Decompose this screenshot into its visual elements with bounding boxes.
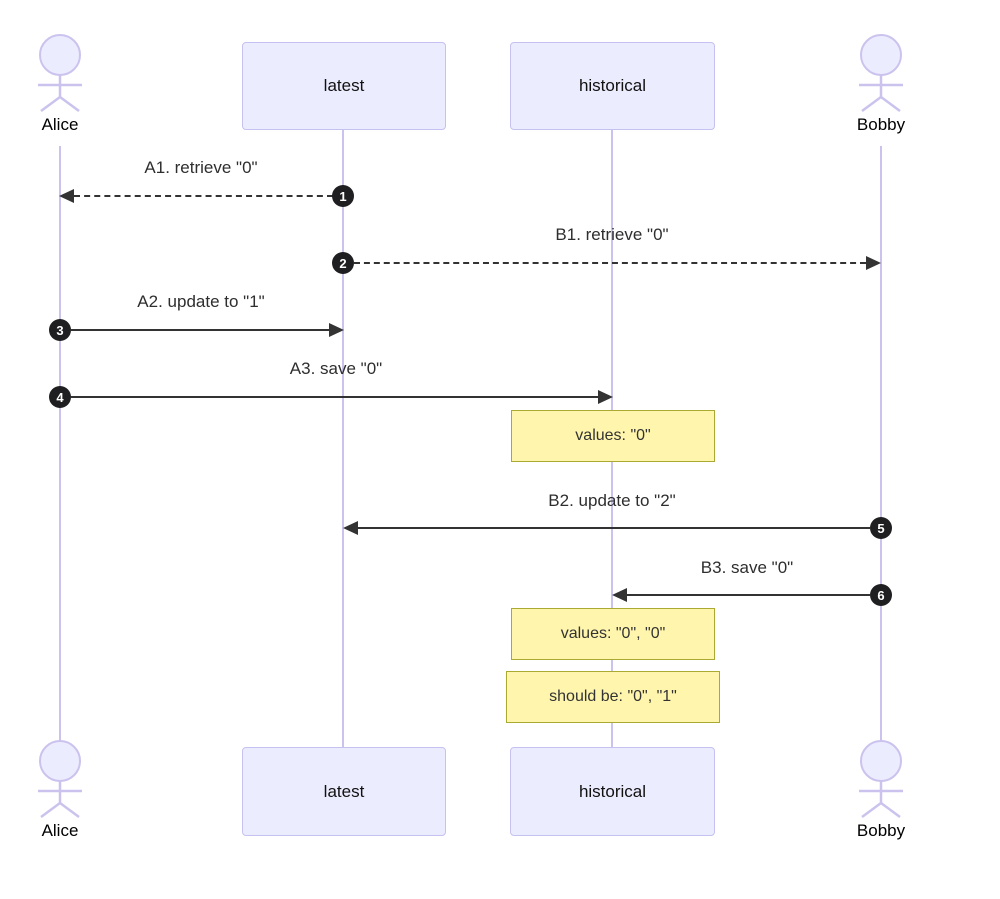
sequence-number: 3 <box>49 319 71 341</box>
actor-icon <box>859 34 903 112</box>
lifeline-bobby <box>880 146 882 745</box>
sequence-number: 1 <box>332 185 354 207</box>
participant-latest-top: latest <box>242 42 446 130</box>
arrowhead-right <box>866 256 881 270</box>
participant-historical-bottom: historical <box>510 747 715 836</box>
sequence-number: 6 <box>870 584 892 606</box>
lifeline-alice <box>59 146 61 745</box>
message-arrow-a1 <box>74 195 333 197</box>
message-label-a2: A2. update to "1" <box>137 292 265 311</box>
actor-icon <box>38 740 82 818</box>
message-label-b3: B3. save "0" <box>700 558 794 577</box>
actor-label-alice-top: Alice <box>41 115 79 134</box>
actor-icon <box>38 34 82 112</box>
message-arrow-b3 <box>626 594 870 596</box>
note-values-0: values: "0" <box>511 410 715 462</box>
message-arrow-a3 <box>71 396 600 398</box>
note-values-0-0: values: "0", "0" <box>511 608 715 660</box>
sequence-number: 4 <box>49 386 71 408</box>
message-arrow-a2 <box>71 329 331 331</box>
note-should-be-0-1: should be: "0", "1" <box>506 671 720 723</box>
actor-label-bobby-top: Bobby <box>856 115 906 134</box>
message-label-a1: A1. retrieve "0" <box>144 158 258 177</box>
participant-historical-top: historical <box>510 42 715 130</box>
sequence-number: 5 <box>870 517 892 539</box>
actor-label-alice-bottom: Alice <box>41 821 79 840</box>
message-arrow-b2 <box>357 527 870 529</box>
sequence-number: 2 <box>332 252 354 274</box>
arrowhead-left <box>59 189 74 203</box>
actor-label-bobby-bottom: Bobby <box>856 821 906 840</box>
arrowhead-left <box>343 521 358 535</box>
lifeline-latest <box>342 128 344 748</box>
message-label-a3: A3. save "0" <box>289 359 383 378</box>
message-label-b1: B1. retrieve "0" <box>555 225 669 244</box>
message-label-b2: B2. update to "2" <box>548 491 676 510</box>
message-arrow-b1 <box>354 262 866 264</box>
arrowhead-right <box>329 323 344 337</box>
arrowhead-left <box>612 588 627 602</box>
actor-icon <box>859 740 903 818</box>
arrowhead-right <box>598 390 613 404</box>
participant-latest-bottom: latest <box>242 747 446 836</box>
